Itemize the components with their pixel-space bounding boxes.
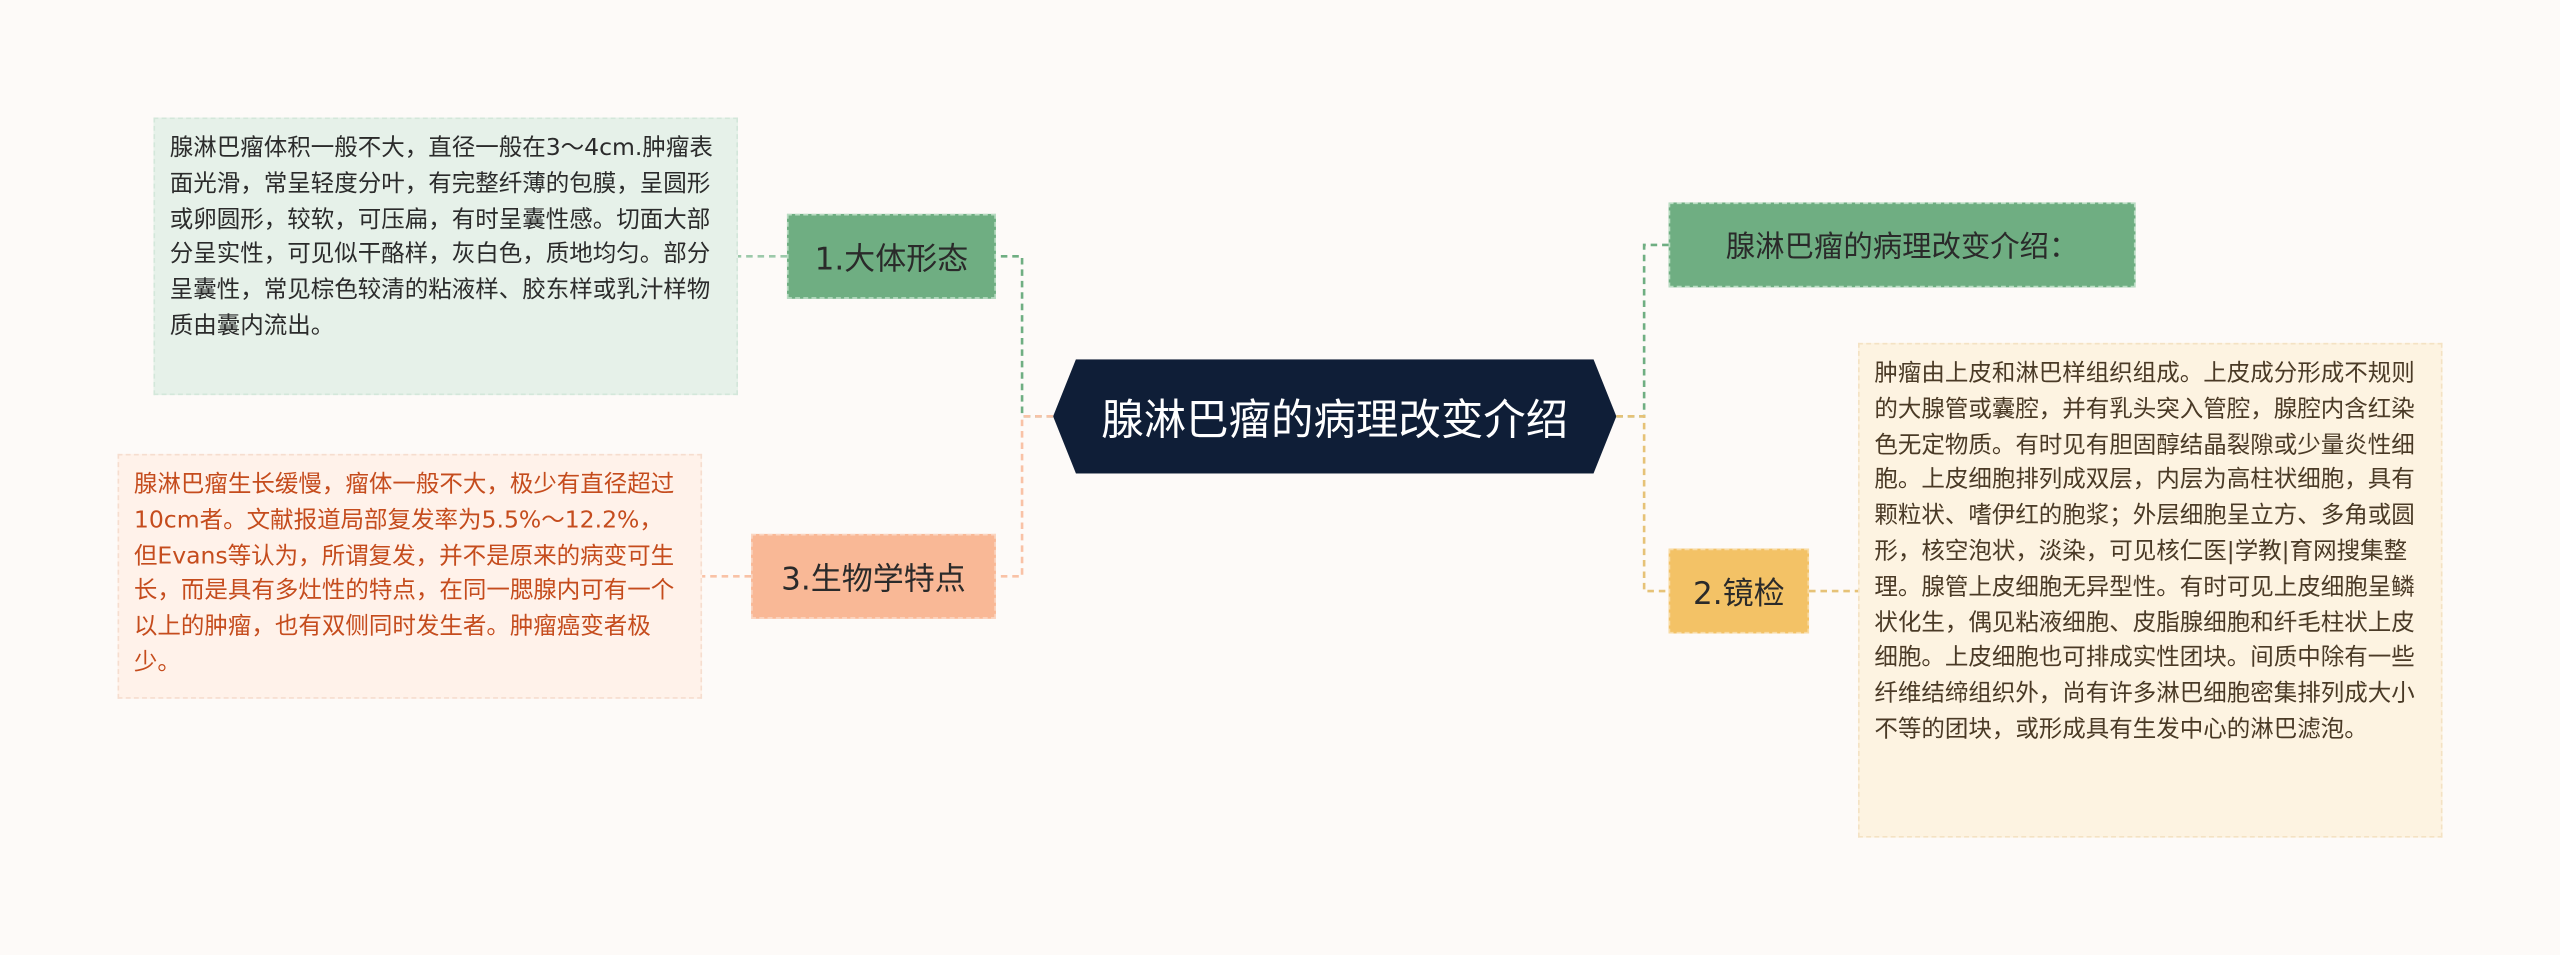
branch-biological-features-label: 3.生物学特点 <box>781 560 966 597</box>
branch-gross-morphology-label: 1.大体形态 <box>814 240 969 277</box>
leaf-biological-features[interactable]: 腺淋巴瘤生长缓慢，瘤体一般不大，极少有直径超过10cm者。文献报道局部复发率为5… <box>117 453 703 699</box>
central-topic-label: 腺淋巴瘤的病理改变介绍 <box>1101 395 1569 445</box>
central-topic[interactable]: 腺淋巴瘤的病理改变介绍 <box>1053 359 1616 473</box>
branch-microscopy-label: 2.镜检 <box>1692 575 1785 612</box>
connector-center-biology <box>995 415 1054 578</box>
leaf-gross-morphology-text: 腺淋巴瘤体积一般不大，直径一般在3～4cm.肿瘤表面光滑，常呈轻度分叶，有完整纤… <box>169 135 713 340</box>
branch-introduction[interactable]: 腺淋巴瘤的病理改变介绍： <box>1668 202 2136 288</box>
leaf-biological-features-text: 腺淋巴瘤生长缓慢，瘤体一般不大，极少有直径超过10cm者。文献报道局部复发率为5… <box>133 471 675 676</box>
connector-center-microscopy <box>1616 415 1669 593</box>
leaf-microscopy[interactable]: 肿瘤由上皮和淋巴样组织组成。上皮成分形成不规则的大腺管或囊腔，并有乳头突入管腔，… <box>1858 342 2443 838</box>
branch-gross-morphology[interactable]: 1.大体形态 <box>786 213 996 299</box>
leaf-gross-morphology[interactable]: 腺淋巴瘤体积一般不大，直径一般在3～4cm.肿瘤表面光滑，常呈轻度分叶，有完整纤… <box>153 117 738 396</box>
branch-biological-features[interactable]: 3.生物学特点 <box>751 533 996 619</box>
leaf-microscopy-text: 肿瘤由上皮和淋巴样组织组成。上皮成分形成不规则的大腺管或囊腔，并有乳头突入管腔，… <box>1874 360 2415 743</box>
connector-center-intro <box>1616 243 1669 418</box>
connector-center-gross <box>995 255 1054 418</box>
branch-introduction-label: 腺淋巴瘤的病理改变介绍： <box>1725 230 2079 265</box>
branch-microscopy[interactable]: 2.镜检 <box>1668 548 1810 634</box>
